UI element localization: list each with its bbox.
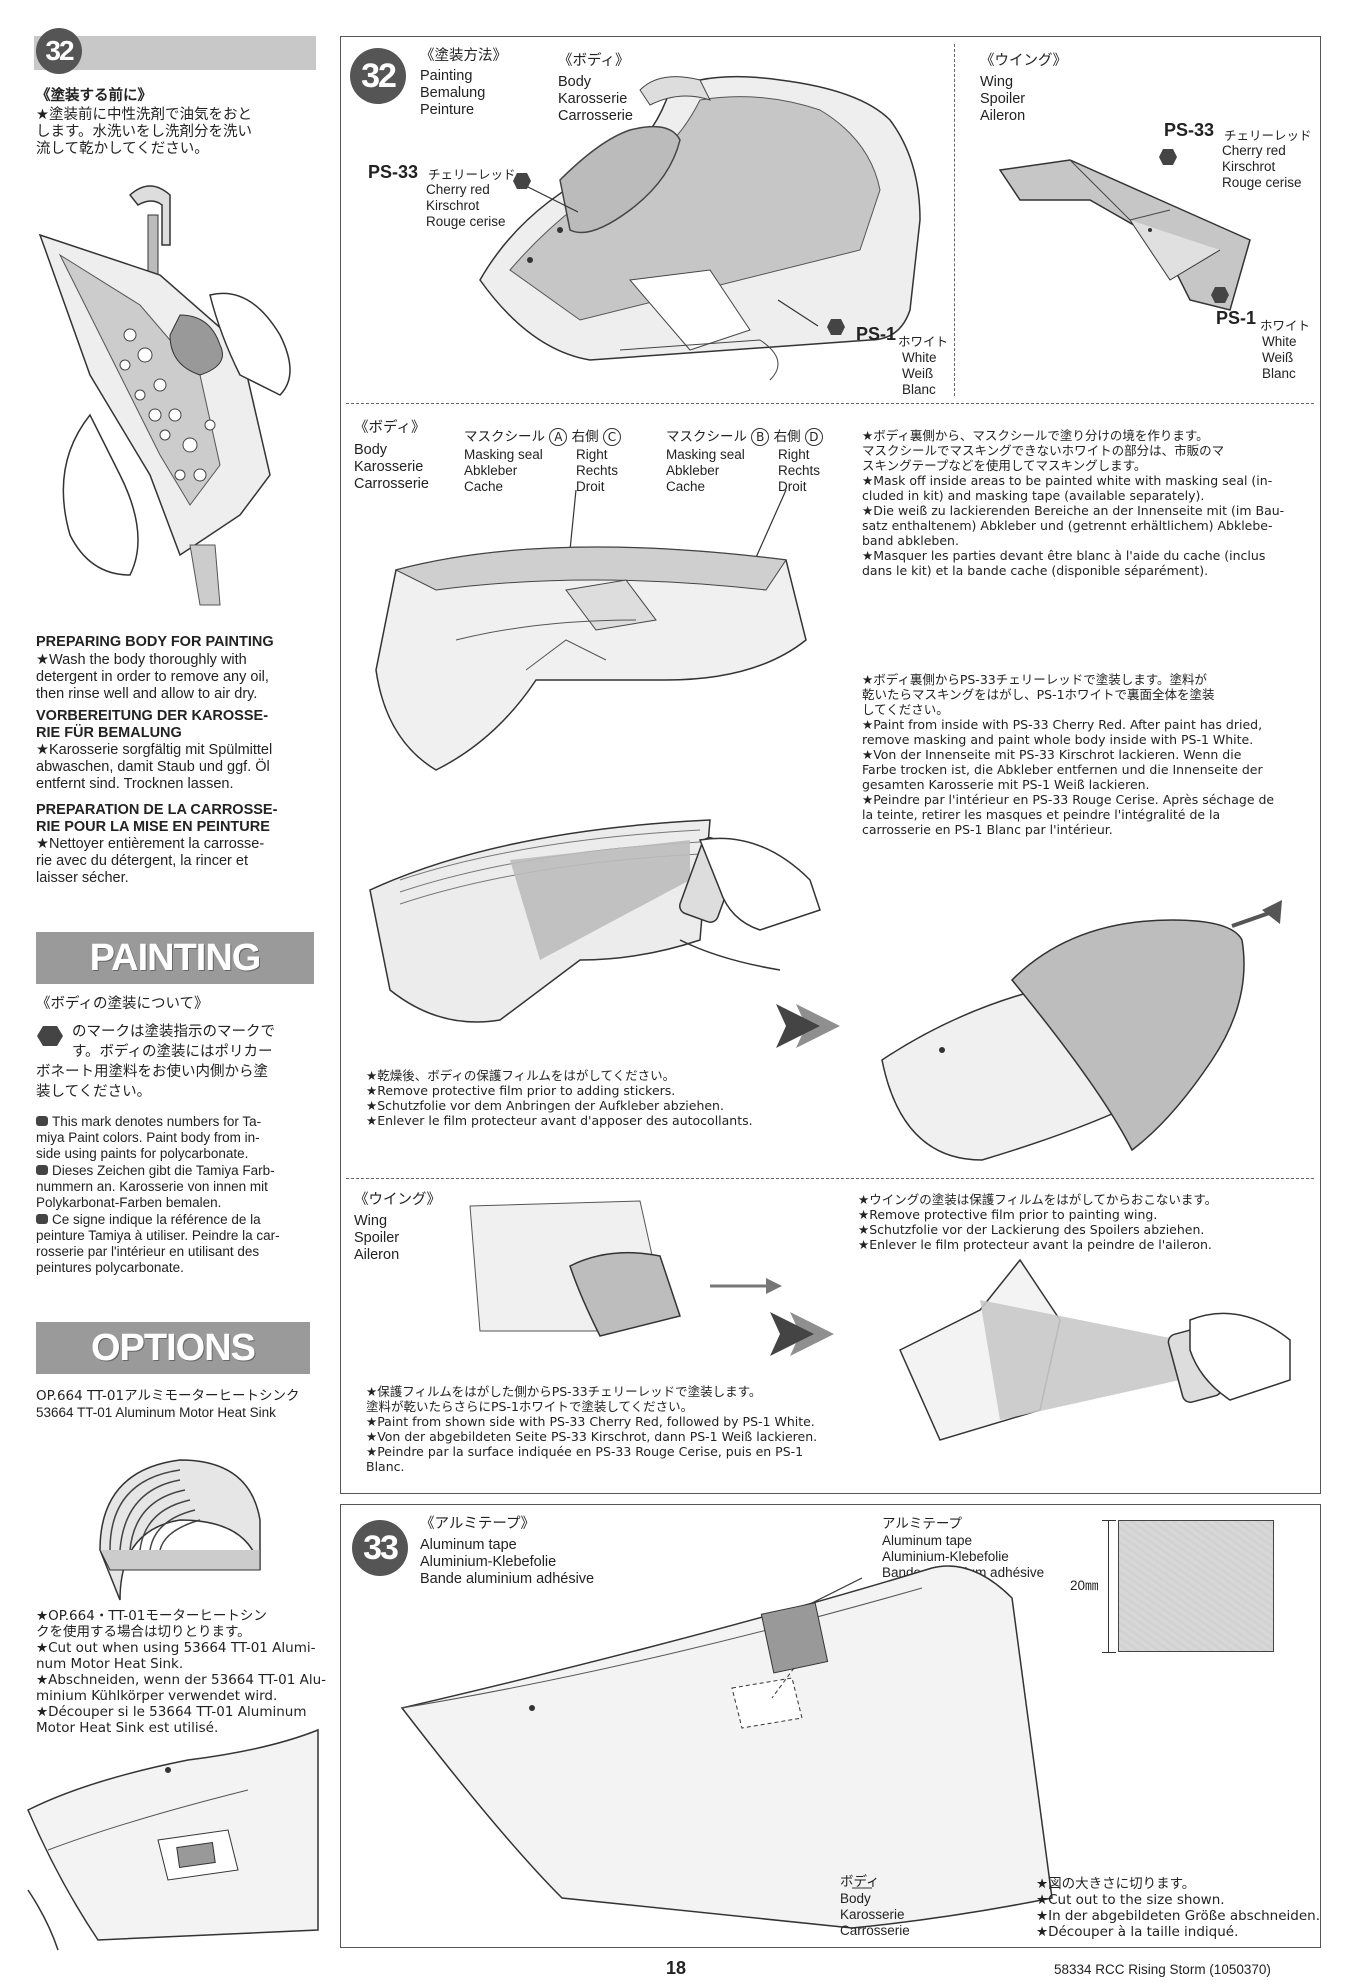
ps33-wing-jp: チェリーレッド <box>1224 128 1312 143</box>
paint-mark-icon <box>36 1214 48 1224</box>
options-banner: OPTIONS <box>36 1322 310 1374</box>
step-badge-32-left: 32 <box>36 28 82 74</box>
ps33-body-code: PS-33 <box>368 162 419 182</box>
wing-film-instructions: ★ウイングの塗装は保護フィルムをはがしてからおこないます。★Remove pro… <box>858 1192 1218 1252</box>
spray-body-illustration <box>369 819 821 1023</box>
manual-code: 58334 RCC Rising Storm (1050370) <box>1054 1962 1271 1977</box>
mask-instructions: ★ボディ裏側から、マスクシールで塗り分けの境を作ります。マスクシールでマスキング… <box>862 428 1285 578</box>
masking-body-illustration <box>375 489 807 771</box>
next-step-arrow-icon <box>770 1312 834 1356</box>
option-jp-title: OP.664 TT-01アルミモーターヒートシンク <box>36 1388 300 1404</box>
wing-section-title-jp: 《ウイング》 <box>354 1192 441 1208</box>
ps1-body-leader-line <box>777 299 819 327</box>
washing-body-illustration <box>38 185 291 606</box>
wing-spray-illustration <box>899 1258 1291 1441</box>
painting-en-text: This mark denotes numbers for Ta- miya P… <box>36 1114 262 1161</box>
page-number: 18 <box>666 1958 687 1978</box>
seal-letter-a: A <box>549 428 568 446</box>
painting-jp-text: のマークは塗装指示のマークで す。ボディの塗装にはポリカー ボネート用塗料をお使… <box>36 1024 275 1100</box>
prep-fr-text: ★Nettoyer entièrement la carrosse-rie av… <box>36 836 265 886</box>
step-32-vertical-divider <box>954 44 955 396</box>
paint-body-instructions: ★ボディ裏側からPS-33チェリーレッドで塗装します。塗料が乾いたらマスキングを… <box>862 672 1275 837</box>
dimension-line <box>1108 1520 1109 1652</box>
section-divider-2 <box>346 1178 1314 1179</box>
ps1-body-jp: ホワイト <box>898 334 949 349</box>
option-note: ★OP.664・TT-01モーターヒートシンクを使用する場合は切りとります。 ★… <box>36 1608 327 1736</box>
aluminum-tape-cut-template <box>1118 1520 1274 1652</box>
wing-title-jp: 《ウイング》 <box>980 53 1067 69</box>
paint-mark-icon <box>36 1165 48 1175</box>
ps1-body-code: PS-1 <box>856 324 897 344</box>
aluminum-tape-label-jp: アルミテープ <box>882 1516 963 1532</box>
body-painting-illustration <box>479 75 921 381</box>
heat-sink-illustration <box>99 1459 261 1601</box>
body-title-jp: 《ボディ》 <box>558 53 630 69</box>
painting-jp-title: 《ボディの塗装について》 <box>36 996 209 1012</box>
wing-paint-instructions: ★保護フィルムをはがした側からPS-33チェリーレッドで塗装します。塗料が乾いた… <box>366 1384 818 1474</box>
seal-letter-b: B <box>751 428 770 446</box>
paint-mark-icon <box>1211 287 1229 303</box>
mask-body-title-jp: 《ボディ》 <box>354 420 426 436</box>
seal-letter-d: D <box>804 428 823 446</box>
paint-mark-icon <box>36 1116 48 1126</box>
dimension-tick-bottom <box>1102 1652 1116 1653</box>
step-32-frame <box>340 36 1321 1494</box>
step-badge-33: 33 <box>352 1520 408 1576</box>
wing-illustration <box>998 159 1251 311</box>
prep-fr-title: PREPARATION DE LA CARROSSE-RIE POUR LA M… <box>36 802 278 835</box>
painting-title-jp: 《塗装方法》 <box>420 48 507 64</box>
prep-en-title: PREPARING BODY FOR PAINTING <box>36 634 274 650</box>
step33-body-label-jp: ボディ <box>840 1874 880 1890</box>
cut-instructions: ★図の大きさに切ります。★Cut out to the size shown. … <box>1036 1876 1321 1940</box>
ps33-body-jp: チェリーレッド <box>428 167 516 182</box>
prep-de-title: VORBEREITUNG DER KAROSSE-RIE FÜR BEMALUN… <box>36 708 269 741</box>
body-heat-sink-cut-illustration <box>27 1728 319 1951</box>
paint-mark-icon <box>513 173 531 189</box>
painting-de-text: Dieses Zeichen gibt die Tamiya Farb- num… <box>36 1163 275 1210</box>
ps1-wing-jp: ホワイト <box>1260 318 1311 333</box>
painting-banner: PAINTING <box>36 932 314 984</box>
film-peel-body-illustration <box>881 900 1282 1161</box>
mask-seal-ac-jp: マスクシール A 右側 C <box>464 428 621 446</box>
seal-letter-c: C <box>602 428 621 446</box>
option-en-title: 53664 TT-01 Aluminum Motor Heat Sink <box>36 1405 276 1420</box>
dimension-tick-top <box>1102 1520 1116 1521</box>
aluminum-tape-body-illustration <box>400 1565 1053 1929</box>
ps33-wing-code: PS-33 <box>1164 120 1215 140</box>
step-badge-32: 32 <box>350 48 406 104</box>
prep-jp-text: ★塗装前に中性洗剤で油気をおとします。水洗いをし洗剤分を洗い流して乾かしてくださ… <box>36 107 253 157</box>
paint-mark-icon <box>1159 149 1177 165</box>
next-step-arrow-icon <box>776 1004 840 1048</box>
section-divider-1 <box>346 403 1314 404</box>
painting-fr-text: Ce signe indique la référence de la pein… <box>36 1212 280 1275</box>
dimension-label: 20㎜ <box>1068 1578 1101 1594</box>
ps1-wing-code: PS-1 <box>1216 308 1257 328</box>
mask-seal-bd-jp: マスクシール B 右側 D <box>666 428 823 446</box>
step-33-frame <box>340 1504 1321 1948</box>
film-removal-instructions: ★乾燥後、ボディの保護フィルムをはがしてください。★Remove protect… <box>366 1068 753 1128</box>
aluminum-tape-title-jp: 《アルミテープ》 <box>420 1516 535 1532</box>
paint-mark-icon <box>827 319 845 335</box>
wing-film-illustration <box>469 1200 782 1337</box>
paint-mark-icon <box>37 1026 63 1046</box>
prep-jp-title: 《塗装する前に》 <box>36 88 152 104</box>
